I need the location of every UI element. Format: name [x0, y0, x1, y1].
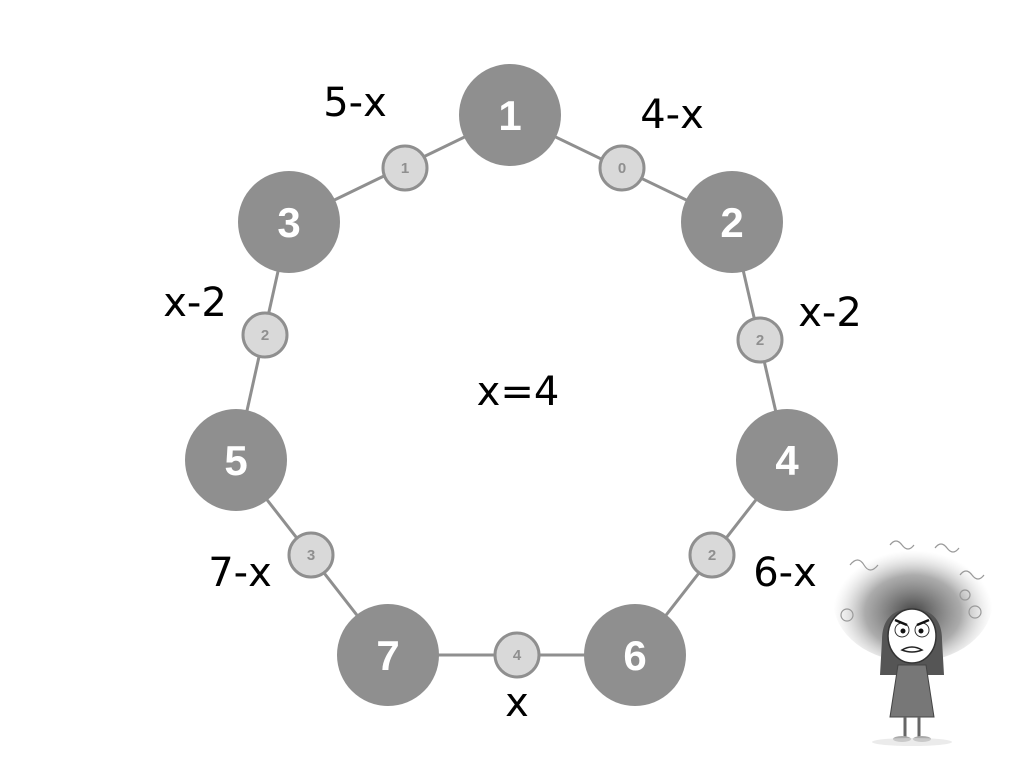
edge-expression: 7-x — [208, 550, 272, 596]
node-label: 5 — [224, 437, 247, 484]
dress — [889, 664, 935, 718]
edge-weight-label: 2 — [708, 547, 716, 564]
edge-expression: x-2 — [163, 280, 227, 326]
edge-weight-label: 0 — [618, 160, 626, 177]
edge-expression: x-2 — [798, 290, 862, 336]
edge-expression: 4-x — [640, 92, 704, 138]
edge-weight-circle — [287, 531, 335, 579]
edge-weight-circle — [598, 144, 646, 192]
node-4 — [736, 409, 838, 511]
node-2 — [681, 171, 783, 273]
edge-weight-circle — [688, 531, 736, 579]
node-label: 4 — [775, 437, 799, 484]
node-1 — [459, 64, 561, 166]
node-5 — [185, 409, 287, 511]
edge-expression: 5-x — [323, 80, 387, 126]
edge-weight-label: 2 — [756, 332, 764, 349]
edge-weight-circle — [493, 631, 541, 679]
node-label: 2 — [720, 199, 743, 246]
edge-expression: 6-x — [753, 550, 817, 596]
node-label: 7 — [376, 632, 399, 679]
node-label: 3 — [277, 199, 300, 246]
edge-weight-label: 1 — [401, 160, 409, 177]
node-label: 6 — [623, 632, 646, 679]
edge-weight-circle — [736, 316, 784, 364]
node-3 — [238, 171, 340, 273]
node-7 — [337, 604, 439, 706]
edge-weight-circle — [241, 311, 289, 359]
node-6 — [584, 604, 686, 706]
edge-weight-label: 3 — [307, 547, 315, 564]
edge-weight-label: 2 — [261, 327, 269, 344]
face — [887, 608, 937, 664]
edge-expression: x — [505, 680, 529, 726]
center-label: x=4 — [476, 369, 560, 415]
edge-weight-label: 4 — [513, 647, 522, 664]
edge-weight-circle — [381, 144, 429, 192]
node-label: 1 — [498, 92, 521, 139]
